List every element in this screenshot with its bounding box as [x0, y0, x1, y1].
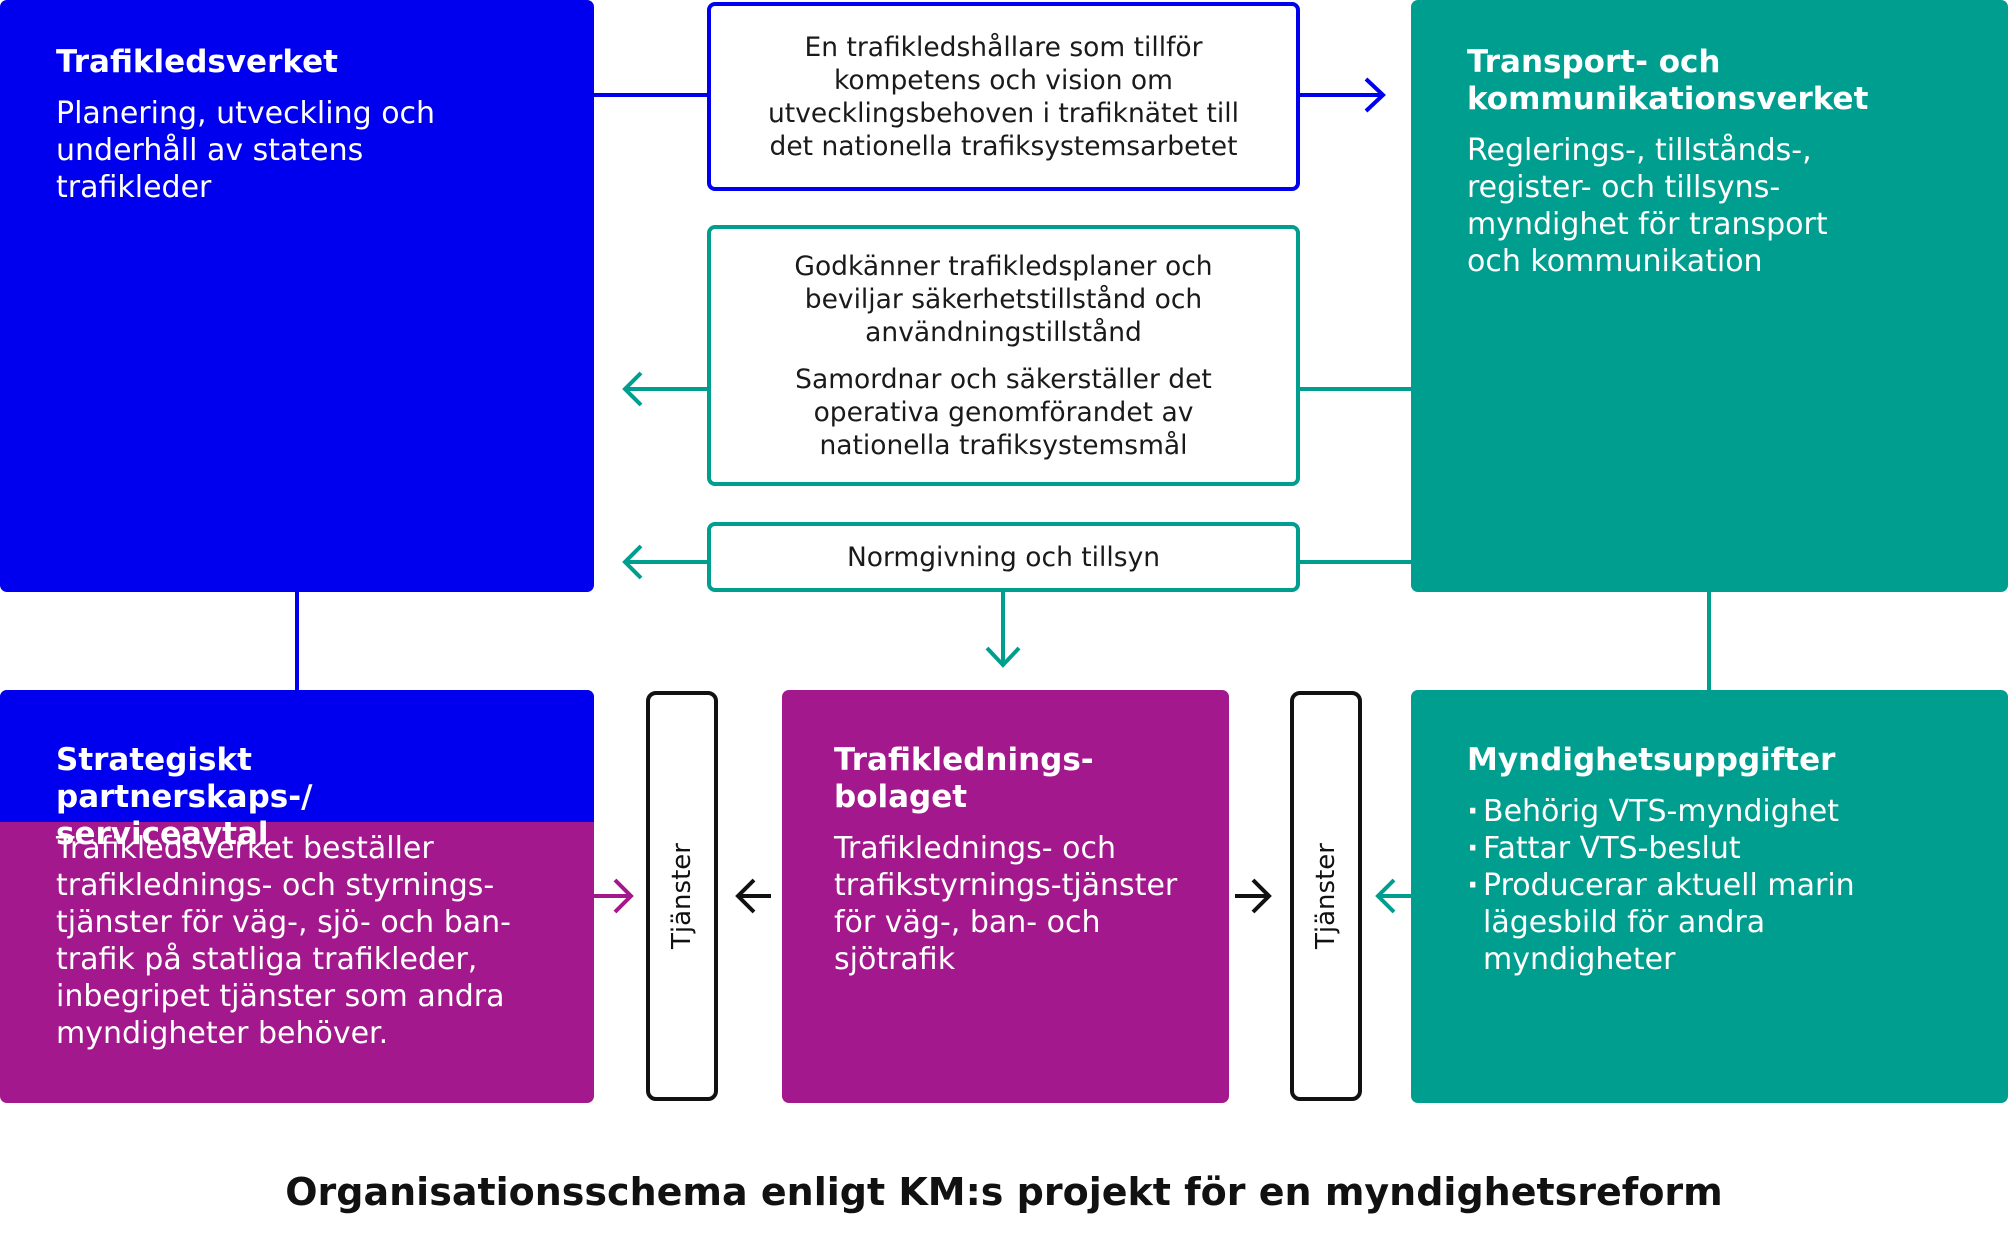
trafikledsverket-box: Trafikledsverket Planering, utveckling o…: [0, 0, 594, 592]
partnership-description: Trafikledsverket beställer trafikledning…: [56, 831, 511, 1051]
flow-top-box: En trafikledshållare som tillför kompete…: [707, 2, 1300, 191]
company-title: Trafiklednings-bolaget: [834, 742, 1094, 815]
authority-tasks-box: Myndighetsuppgifter Behörig VTS-myndighe…: [1411, 690, 2008, 1103]
trafikledsverket-title: Trafikledsverket: [56, 44, 338, 80]
company-box: Trafiklednings-bolaget Trafiklednings- o…: [782, 690, 1229, 1103]
task-item: Producerar aktuell marin lägesbild för a…: [1467, 867, 1887, 978]
diagram-caption: Organisationsschema enligt KM:s projekt …: [285, 1170, 1723, 1214]
traficom-box: Transport- och kommunikationsverket Regl…: [1411, 0, 2008, 592]
partnership-title: Strategiskt partnerskaps-/ serviceavtal: [56, 742, 313, 852]
arrow-left-teal-tasks: [1375, 878, 1396, 914]
arrow-right-black: [1251, 878, 1272, 914]
flow-middle-text-2: Samordnar och säkerställer det operativa…: [795, 363, 1212, 461]
authority-tasks-title: Myndighetsuppgifter: [1467, 742, 1836, 778]
arrow-left-teal-norm: [622, 544, 643, 580]
company-description: Trafiklednings- och trafikstyrnings-tjän…: [834, 831, 1178, 977]
authority-tasks-list: Behörig VTS-myndighet Fattar VTS-beslut …: [1467, 793, 1887, 978]
flow-middle-text-1: Godkänner trafikledsplaner och beviljar …: [794, 250, 1213, 348]
task-item: Fattar VTS-beslut: [1467, 830, 1887, 867]
partnership-header: Strategiskt partnerskaps-/ serviceavtal: [0, 690, 594, 852]
arrow-right-blue: [1364, 77, 1386, 113]
partnership-body: Trafikledsverket beställer trafikledning…: [0, 822, 594, 1052]
task-item: Behörig VTS-myndighet: [1467, 793, 1887, 830]
flow-norm-box: Normgivning och tillsyn: [707, 522, 1300, 592]
services-right-label: Tjänster: [1311, 843, 1341, 949]
traficom-description: Reglerings-, tillstånds-, register- och …: [1467, 133, 1828, 279]
trafikledsverket-description: Planering, utveckling och underhåll av s…: [56, 96, 436, 205]
flow-norm-text: Normgivning och tillsyn: [846, 541, 1161, 573]
flow-middle-box: Godkänner trafikledsplaner och beviljar …: [707, 225, 1300, 486]
arrow-right-magenta: [613, 878, 634, 914]
traficom-title: Transport- och kommunikationsverket: [1467, 44, 1869, 117]
services-left-label: Tjänster: [667, 843, 697, 949]
arrow-left-black: [735, 878, 756, 914]
services-left: Tjänster: [646, 691, 718, 1101]
arrow-down-teal: [985, 646, 1021, 668]
partnership-box: Strategiskt partnerskaps-/ serviceavtal …: [0, 690, 594, 1103]
flow-top-text: En trafikledshållare som tillför kompete…: [768, 31, 1239, 162]
services-right: Tjänster: [1290, 691, 1362, 1101]
arrow-left-teal-middle: [622, 371, 643, 407]
